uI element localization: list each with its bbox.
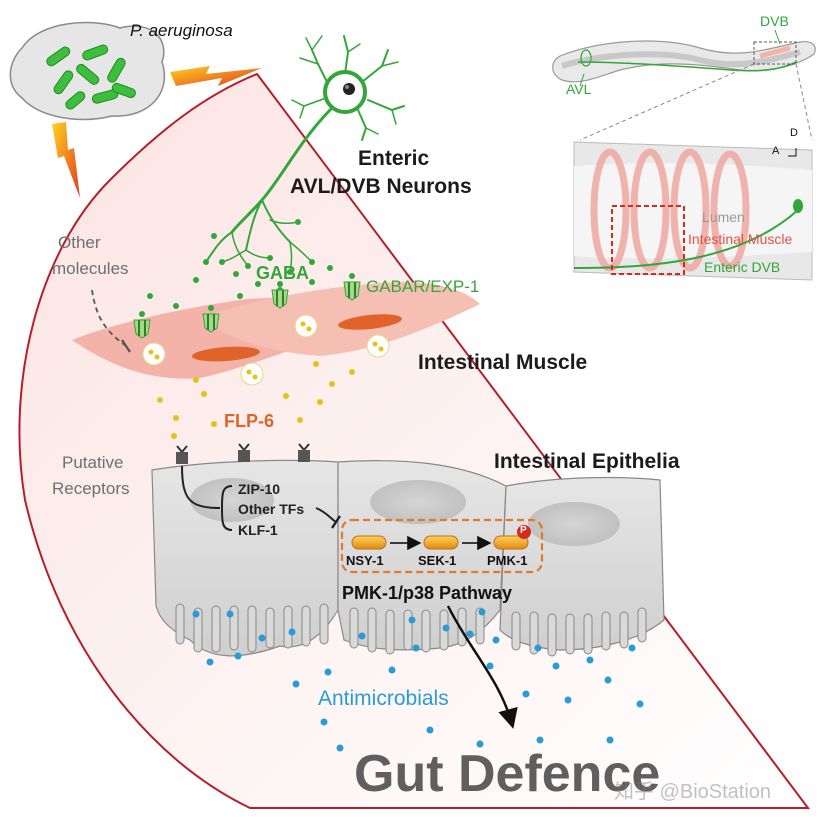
- zip10-label: ZIP-10: [238, 481, 281, 497]
- neurons-label-line1: Enteric: [358, 147, 430, 170]
- gut-defence-title: Gut Defence: [354, 745, 661, 803]
- inset-axis-d: D: [790, 127, 798, 139]
- tf-bracket: [220, 485, 233, 531]
- lightning-bolt-icon: [170, 66, 262, 86]
- other-molecules-label-line2: molecules: [52, 259, 129, 278]
- nsy1-label: NSY-1: [346, 553, 384, 568]
- gabar-label: GABAR/EXP-1: [366, 277, 480, 296]
- putative-receptor-icons: [176, 443, 310, 464]
- zoomed-intestine-inset: [573, 141, 813, 281]
- pmk-pathway-box: [340, 518, 544, 574]
- pathway-output-arrow: [446, 605, 518, 729]
- klf1-label: KLF-1: [238, 522, 278, 538]
- putative-receptors-label-line1: Putative: [62, 453, 124, 472]
- putative-receptors-label-line2: Receptors: [52, 479, 130, 498]
- intestinal-muscle-label: Intestinal Muscle: [418, 351, 588, 374]
- antimicrobials-label: Antimicrobials: [318, 687, 449, 710]
- receptor-to-tf-line: [181, 465, 221, 509]
- inset-enteric-dvb-label: Enteric DVB: [704, 259, 781, 275]
- inset-axis-a: A: [772, 145, 780, 157]
- other-tfs-label: Other TFs: [238, 501, 305, 517]
- lightning-bolt-icon-2: [52, 122, 80, 198]
- neuron-cell-body: [323, 70, 367, 114]
- kinase-pills: [351, 525, 531, 551]
- phosphorylation-icon: [517, 525, 531, 539]
- bacteria-rods: [46, 44, 136, 110]
- other-molecules-label-line1: Other: [58, 233, 101, 252]
- intestinal-epithelial-cells: [151, 459, 665, 657]
- phospho-label: P: [520, 525, 527, 536]
- bacteria-cloud: [9, 21, 166, 121]
- microvilli: [175, 603, 647, 657]
- sek1-label: SEK-1: [418, 553, 457, 568]
- inset-dvb-label: DVB: [760, 13, 789, 29]
- flp6-label: FLP-6: [224, 411, 275, 431]
- antimicrobial-dots: [192, 608, 644, 752]
- intestinal-epithelia-label: Intestinal Epithelia: [494, 450, 680, 473]
- watermark: 知乎 @BioStation: [614, 781, 772, 803]
- bacteria-label: P. aeruginosa: [130, 21, 233, 40]
- gaba-label: GABA: [256, 263, 309, 283]
- inset-avl-label: AVL: [566, 81, 592, 97]
- pathway-label: PMK-1/p38 Pathway: [342, 583, 513, 603]
- flp6-vesicles: [142, 314, 390, 386]
- worm-overview-inset: [552, 29, 816, 141]
- neurons-label-line2: AVL/DVB Neurons: [290, 175, 472, 198]
- gaba-receptor-icons: [133, 273, 361, 339]
- inset-muscle-label: Intestinal Muscle: [688, 231, 793, 247]
- pmk1-label: PMK-1: [487, 553, 528, 568]
- inset-lumen-label: Lumen: [702, 209, 745, 225]
- tf-inhibition-line: [315, 507, 337, 523]
- flp6-dots: [157, 361, 355, 439]
